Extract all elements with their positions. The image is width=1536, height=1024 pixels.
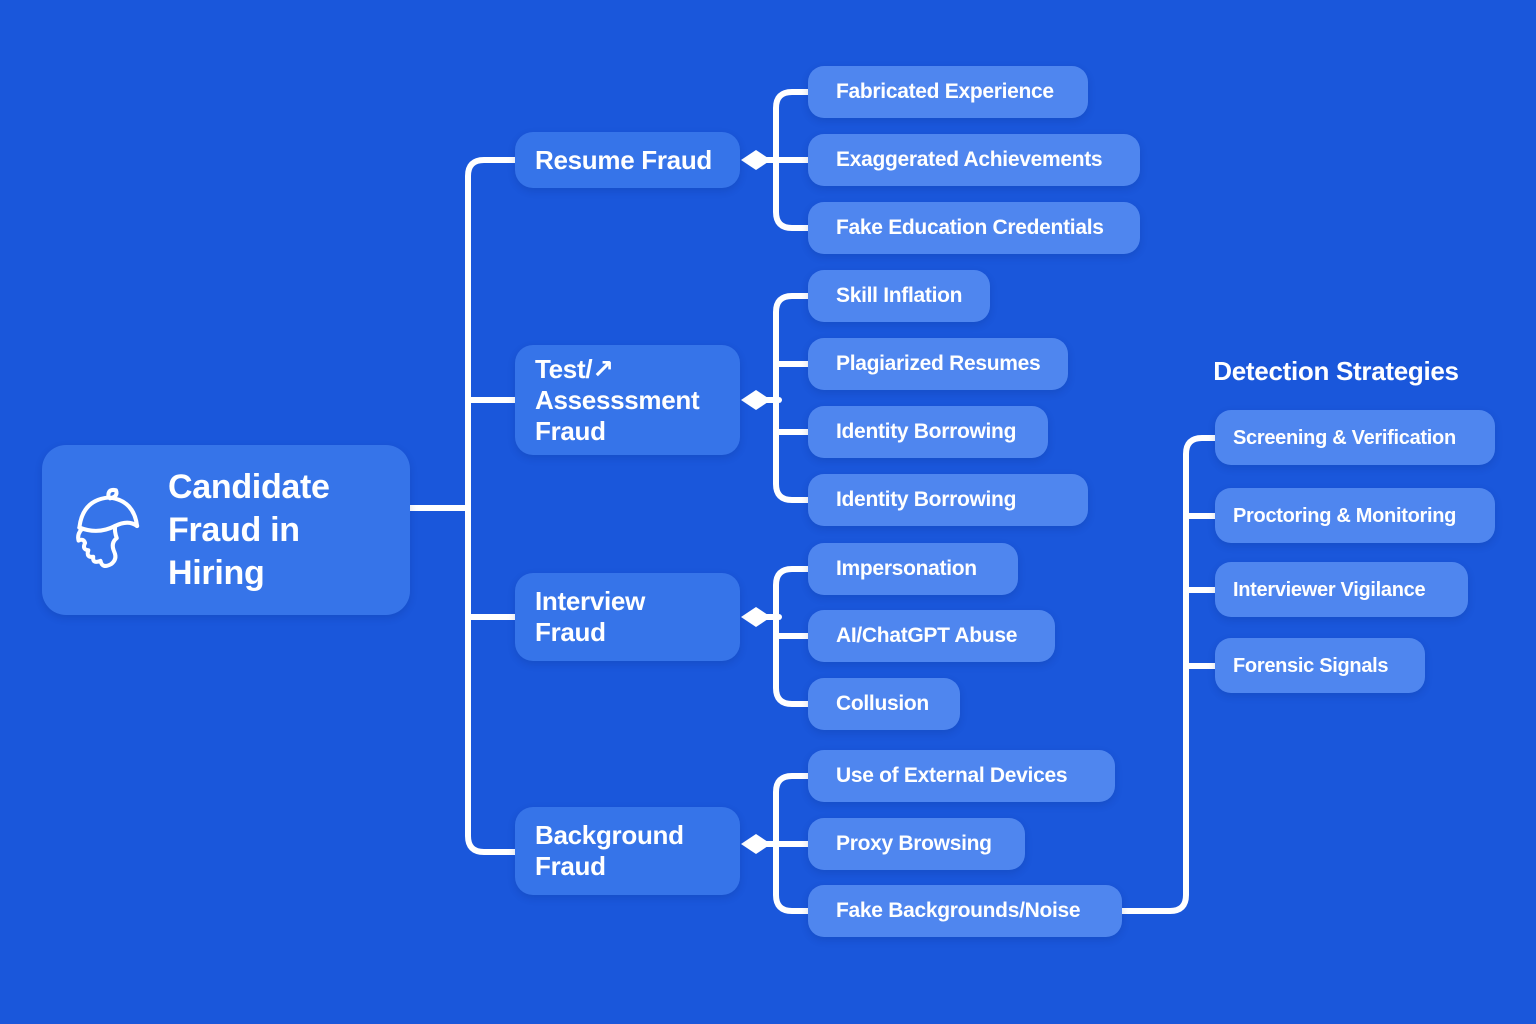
connector-spine: [465, 157, 518, 855]
detection-strategies-title: Detection Strategies: [1213, 356, 1459, 386]
branch-label: Test/↗ Assesssment Fraud: [535, 353, 700, 446]
node-collusion: Collusion: [808, 678, 960, 730]
node-root: Candidate Fraud in Hiring: [42, 445, 410, 615]
node-impersonation: Impersonation: [808, 543, 1018, 595]
arrowhead-background: [741, 834, 771, 854]
detection-label: Interviewer Vigilance: [1233, 578, 1426, 601]
node-resume-fraud: Resume Fraud: [515, 132, 740, 188]
detection-label: Proctoring & Monitoring: [1233, 504, 1457, 527]
node-screening-verification: Screening & Verification: [1215, 410, 1495, 465]
child-label: Proxy Browsing: [836, 832, 992, 855]
node-plagiarized-resumes: Plagiarized Resumes: [808, 338, 1068, 390]
node-forensic-signals: Forensic Signals: [1215, 638, 1425, 693]
connector-detection-rail: [1119, 435, 1218, 914]
child-label: Identity Borrowing: [836, 420, 1017, 443]
node-use-of-external-devices: Use of External Devices: [808, 750, 1115, 802]
arrowhead-interview: [741, 607, 771, 627]
connector-background-bracket: [773, 773, 811, 914]
node-skill-inflation: Skill Inflation: [808, 270, 990, 322]
node-proctoring-monitoring: Proctoring & Monitoring: [1215, 488, 1495, 543]
node-proxy-browsing: Proxy Browsing: [808, 818, 1025, 870]
node-identity-borrowing-1: Identity Borrowing: [808, 406, 1048, 458]
node-interview-fraud: Interview Fraud: [515, 573, 740, 661]
child-label: Fabricated Experience: [836, 80, 1054, 103]
node-interviewer-vigilance: Interviewer Vigilance: [1215, 562, 1468, 617]
node-test-assessment-fraud: Test/↗ Assesssment Fraud: [515, 345, 740, 455]
node-identity-borrowing-2: Identity Borrowing: [808, 474, 1088, 526]
connector-test-bracket: [773, 293, 811, 503]
root-label: Candidate Fraud in Hiring: [168, 467, 330, 592]
child-label: AI/ChatGPT Abuse: [836, 624, 1018, 647]
node-ai-chatgpt-abuse: AI/ChatGPT Abuse: [808, 610, 1055, 662]
child-label: Exaggerated Achievements: [836, 148, 1103, 171]
arrowhead-resume: [741, 150, 771, 170]
detection-label: Forensic Signals: [1233, 654, 1389, 677]
detective-icon: [76, 487, 140, 568]
child-label: Use of External Devices: [836, 764, 1068, 787]
branch-label: Background Fraud: [535, 820, 684, 881]
arrowhead-test: [741, 390, 771, 410]
child-label: Plagiarized Resumes: [836, 352, 1041, 375]
child-label: Identity Borrowing: [836, 488, 1017, 511]
child-label: Impersonation: [836, 557, 977, 580]
detection-label: Screening & Verification: [1233, 426, 1456, 449]
node-exaggerated-achievements: Exaggerated Achievements: [808, 134, 1140, 186]
child-label: Fake Education Credentials: [836, 216, 1104, 239]
node-background-fraud: Background Fraud: [515, 807, 740, 895]
branch-label: Resume Fraud: [535, 144, 713, 175]
child-label: Fake Backgrounds/Noise: [836, 899, 1081, 922]
branch-label: Interview Fraud: [535, 586, 646, 647]
connector-resume-bracket: [773, 89, 811, 231]
node-fake-education-credentials: Fake Education Credentials: [808, 202, 1140, 254]
child-label: Collusion: [836, 692, 929, 715]
node-fake-backgrounds-noise: Fake Backgrounds/Noise: [808, 885, 1122, 937]
node-fabricated-experience: Fabricated Experience: [808, 66, 1088, 118]
child-label: Skill Inflation: [836, 284, 963, 307]
